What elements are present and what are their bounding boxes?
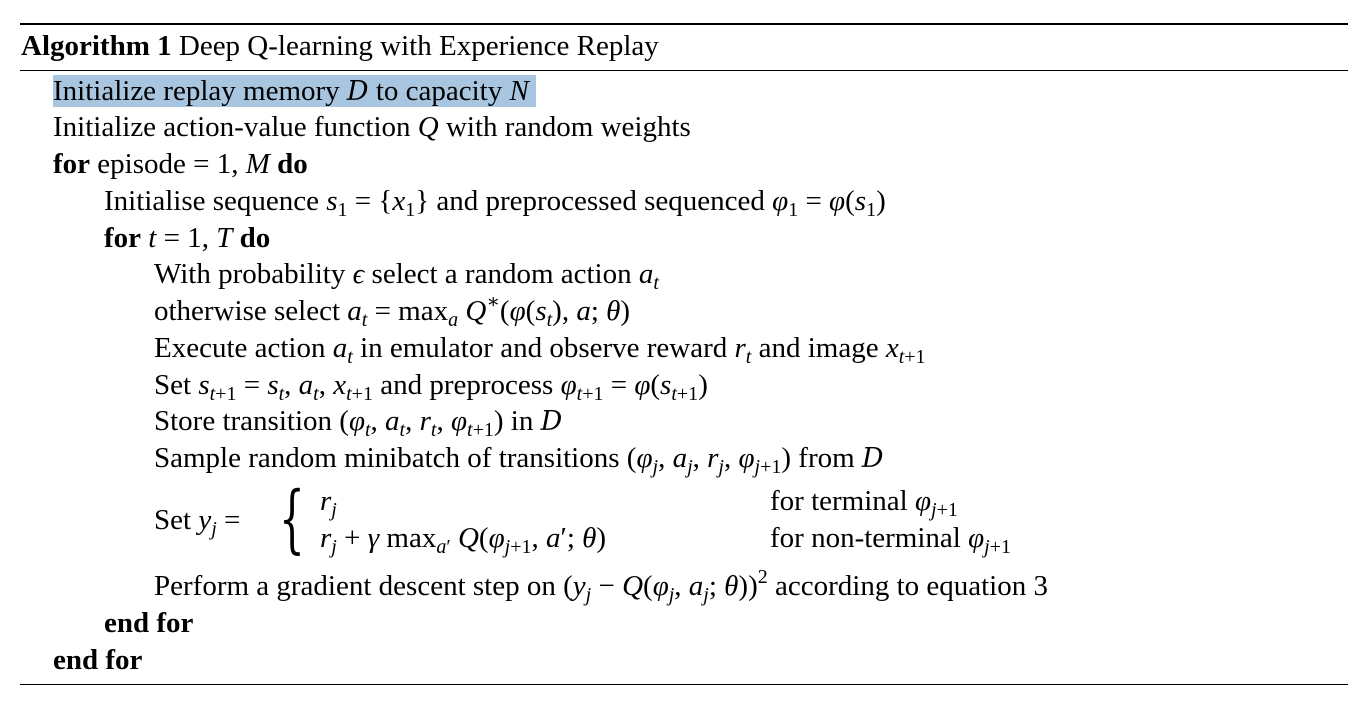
top-rule <box>20 23 1348 25</box>
line-set-target: Set yj = <box>154 504 241 540</box>
line-sample: Sample random minibatch of transitions (… <box>154 442 884 478</box>
algorithm-caption: Algorithm 1 Deep Q-learning with Experie… <box>21 29 659 63</box>
bottom-rule <box>20 684 1348 685</box>
caption-rule <box>20 70 1348 71</box>
brace-icon: { <box>279 476 305 562</box>
line-store: Store transition (φt, at, rt, φt+1) in D <box>154 405 563 441</box>
line-gradient: Perform a gradient descent step on (yj −… <box>154 566 1048 606</box>
line-end-for-inner: end for <box>104 607 194 639</box>
line-init-memory[interactable]: Initialize replay memory D to capacity N <box>53 74 537 109</box>
line-for-episode: for episode = 1, M do <box>53 148 308 180</box>
line-for-t: for t = 1, T do <box>104 222 271 254</box>
case-terminal-cond: for terminal φj+1 <box>770 485 958 521</box>
line-init-q: Initialize action-value function Q with … <box>53 111 691 143</box>
algorithm-label: Algorithm 1 <box>21 30 172 62</box>
case-nonterminal-value: rj + γ maxa′ Q(φj+1, a′; θ) <box>320 522 607 558</box>
line-init-sequence: Initialise sequence s1 = {x1} and prepro… <box>104 185 886 221</box>
line-end-for-outer: end for <box>53 644 143 676</box>
line-execute: Execute action at in emulator and observ… <box>154 332 926 368</box>
case-nonterminal-cond: for non-terminal φj+1 <box>770 522 1011 558</box>
algorithm-title: Deep Q-learning with Experience Replay <box>178 30 659 62</box>
line-explore: With probability ϵ select a random actio… <box>154 258 659 294</box>
line-exploit: otherwise select at = maxa Q∗(φ(st), a; … <box>154 291 631 331</box>
line-set-state: Set st+1 = st, at, xt+1 and preprocess φ… <box>154 369 708 405</box>
case-terminal-value: rj <box>320 485 337 521</box>
selection-highlight: Initialize replay memory D to capacity N <box>53 75 537 107</box>
